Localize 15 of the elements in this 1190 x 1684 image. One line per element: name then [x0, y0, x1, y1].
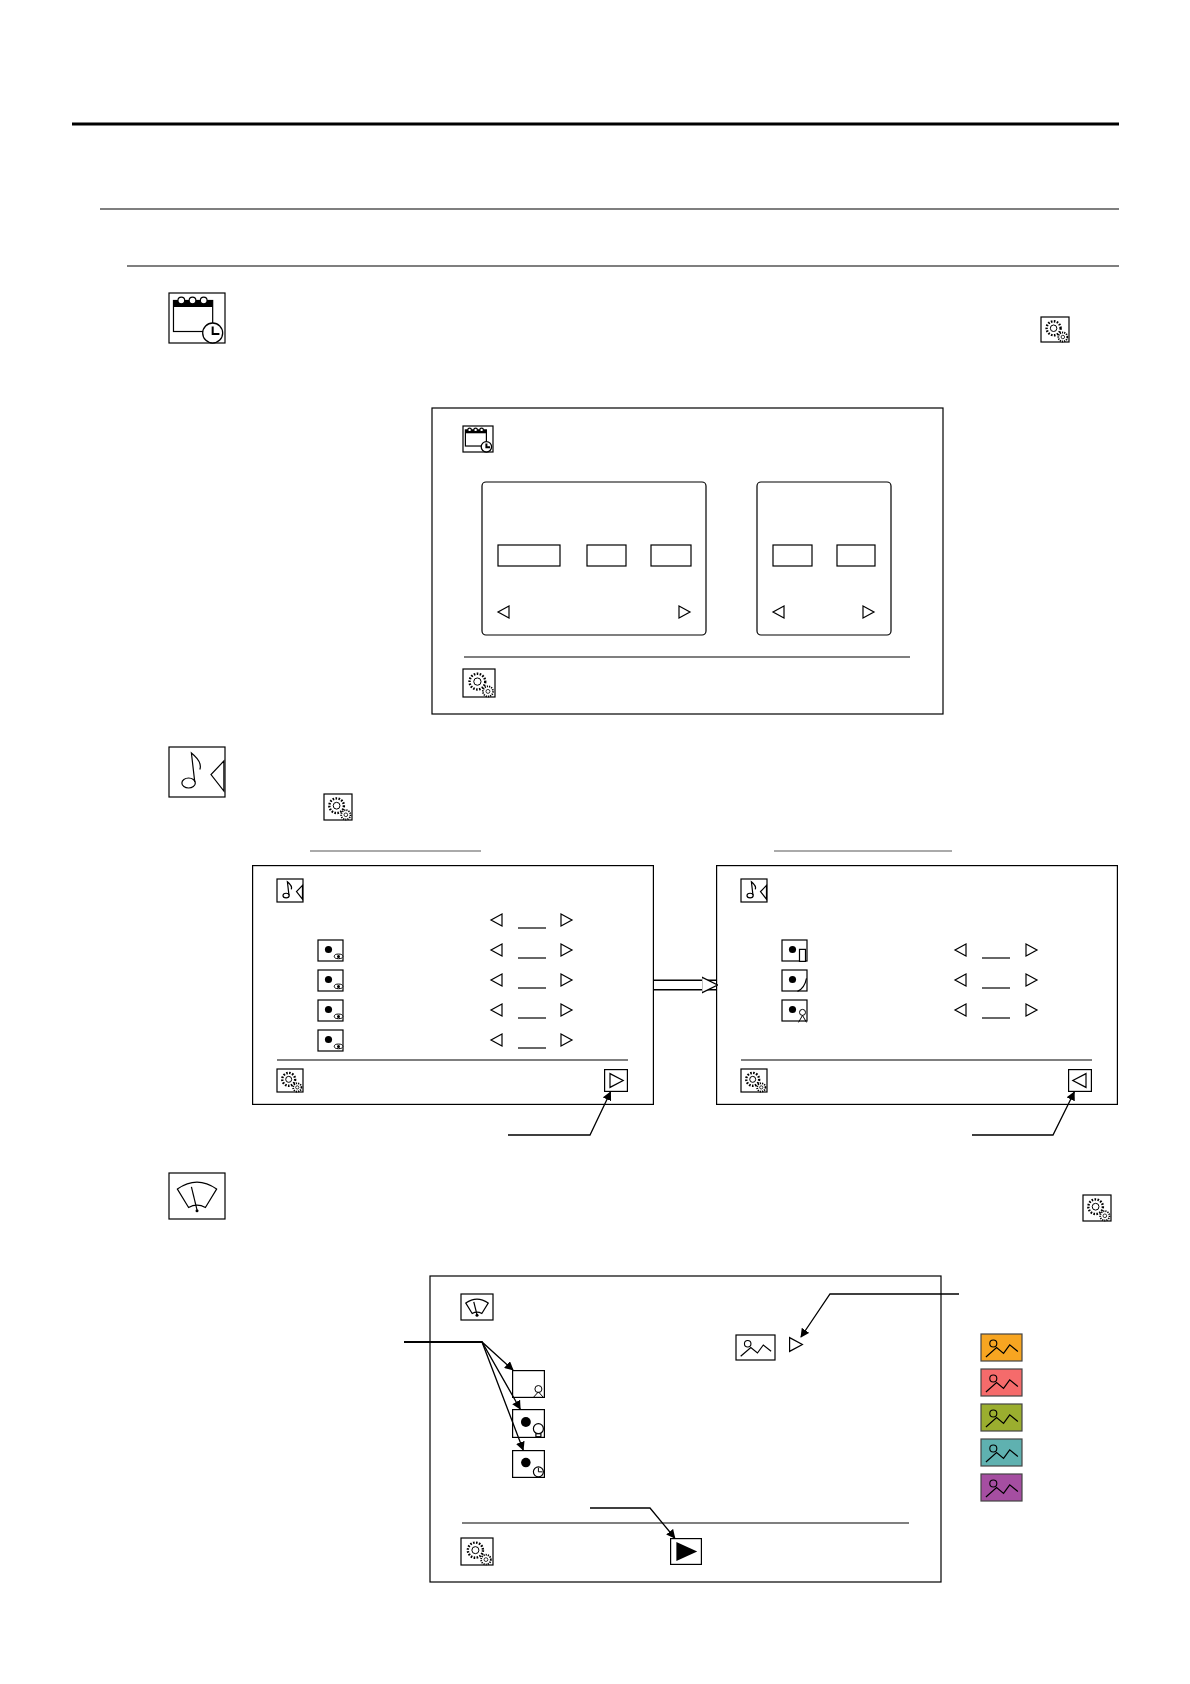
leader-arrow — [507, 1091, 612, 1136]
back-button — [1068, 1069, 1092, 1092]
screen-panel — [252, 865, 654, 1105]
leader-arrow — [971, 1091, 1075, 1136]
bulb-icon — [512, 1409, 545, 1438]
next-button — [604, 1069, 628, 1092]
clock-icon — [512, 1450, 545, 1478]
leader-arrow — [403, 1341, 525, 1451]
block-arrow — [654, 976, 719, 994]
screen-panel — [716, 865, 1118, 1105]
person-icon — [512, 1370, 545, 1398]
play-button — [670, 1538, 702, 1565]
leader-arrow — [800, 1293, 960, 1338]
leader-arrow — [589, 1507, 676, 1539]
next-arrow-icon — [789, 1337, 803, 1352]
